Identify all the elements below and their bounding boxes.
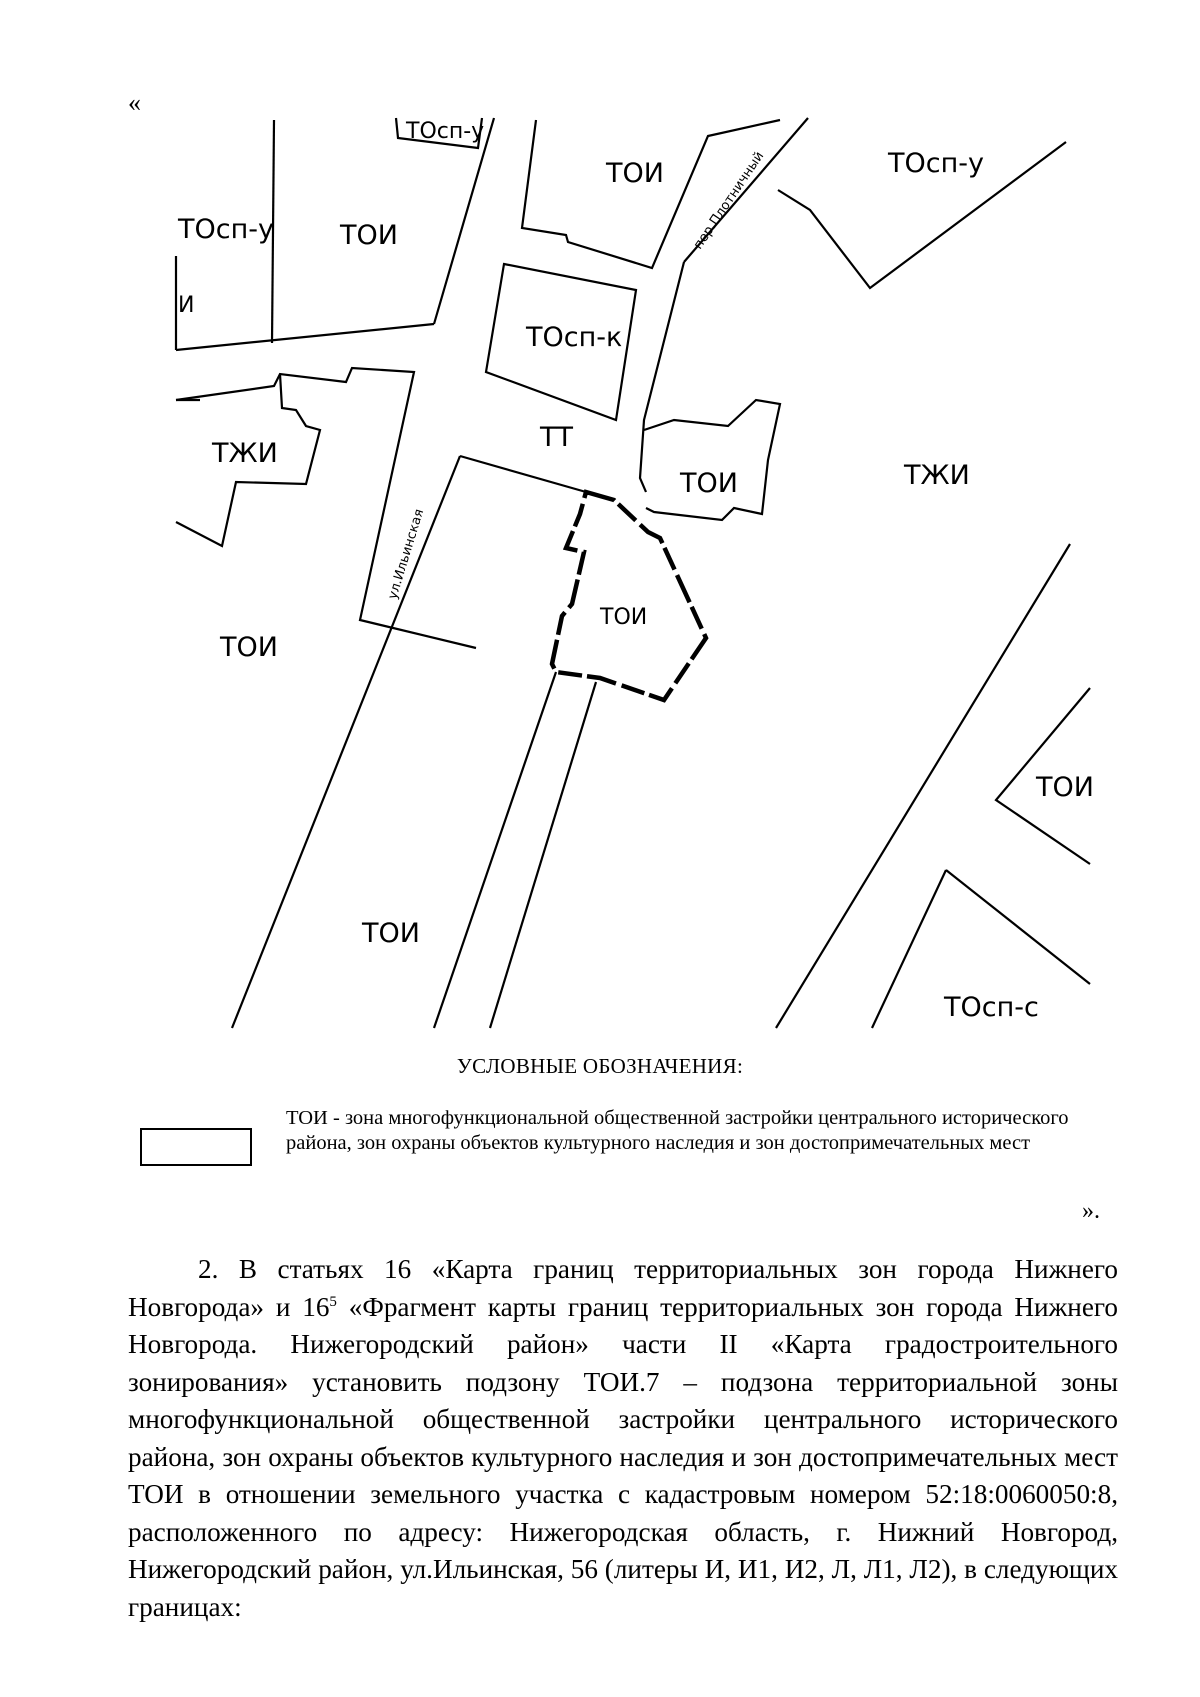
map-line xyxy=(777,141,1067,290)
body-paragraph: 2. В статьях 16 «Карта границ территориа… xyxy=(128,1251,1118,1626)
map-line xyxy=(994,687,1091,865)
paragraph-part1: 2. В статьях 16 «Карта границ территориа… xyxy=(128,1254,1118,1322)
map-line xyxy=(432,117,496,325)
map-line xyxy=(638,261,686,493)
zone-label: ТОИ xyxy=(605,158,664,189)
zone-label: ТОИ xyxy=(599,605,647,630)
zone-label: ТОИ xyxy=(1035,772,1094,803)
legend-symbol-box xyxy=(140,1128,252,1166)
legend-description: ТОИ - зона многофункциональной обществен… xyxy=(286,1107,1069,1154)
zone-label: И xyxy=(178,293,194,318)
map-line xyxy=(945,869,1091,985)
zone-label: ТЖИ xyxy=(211,438,278,469)
zone-label: ТОсп-у xyxy=(405,119,484,144)
map-line xyxy=(230,455,462,1029)
map-line xyxy=(175,373,322,548)
map-line xyxy=(459,454,587,494)
map-line xyxy=(520,118,781,270)
map-line xyxy=(270,119,276,344)
paragraph-part2: «Фрагмент карты границ территориальных з… xyxy=(128,1291,1118,1622)
opening-quote: « xyxy=(128,88,141,117)
street-label: пер.Плотничный xyxy=(691,149,767,252)
map-line xyxy=(484,262,638,422)
map-line xyxy=(175,366,477,650)
map-line xyxy=(871,869,947,1029)
highlighted-parcel xyxy=(549,489,709,703)
zone-label: ТОсп-к xyxy=(525,322,622,353)
legend-title: УСЛОВНЫЕ ОБОЗНАЧЕНИЯ: xyxy=(456,1054,744,1078)
zone-label: ТОИ xyxy=(219,632,278,663)
map-line xyxy=(175,322,435,352)
zone-label: ТОИ xyxy=(361,918,420,949)
map-line xyxy=(683,117,809,263)
zone-label: ТОсп-у xyxy=(177,214,274,245)
superscript: 5 xyxy=(329,1293,337,1310)
map-line xyxy=(432,671,558,1029)
map-line xyxy=(775,543,1071,1029)
zone-label: ТОИ xyxy=(679,468,738,499)
zone-label: ТТ xyxy=(539,422,573,453)
zone-label: ТОсп-с xyxy=(943,992,1039,1023)
zone-label: ТЖИ xyxy=(903,460,970,491)
zoning-map: ТОсп-у ТОИ ТОсп-у ТОсп-у ТОИ И ТОсп-к ТТ… xyxy=(174,117,1094,1029)
map-line xyxy=(643,398,782,522)
map-line xyxy=(488,681,598,1029)
closing-quote: ». xyxy=(1082,1198,1100,1224)
zone-label: ТОсп-у xyxy=(887,148,984,179)
zone-label: ТОИ xyxy=(339,220,398,251)
map-line xyxy=(394,117,484,150)
